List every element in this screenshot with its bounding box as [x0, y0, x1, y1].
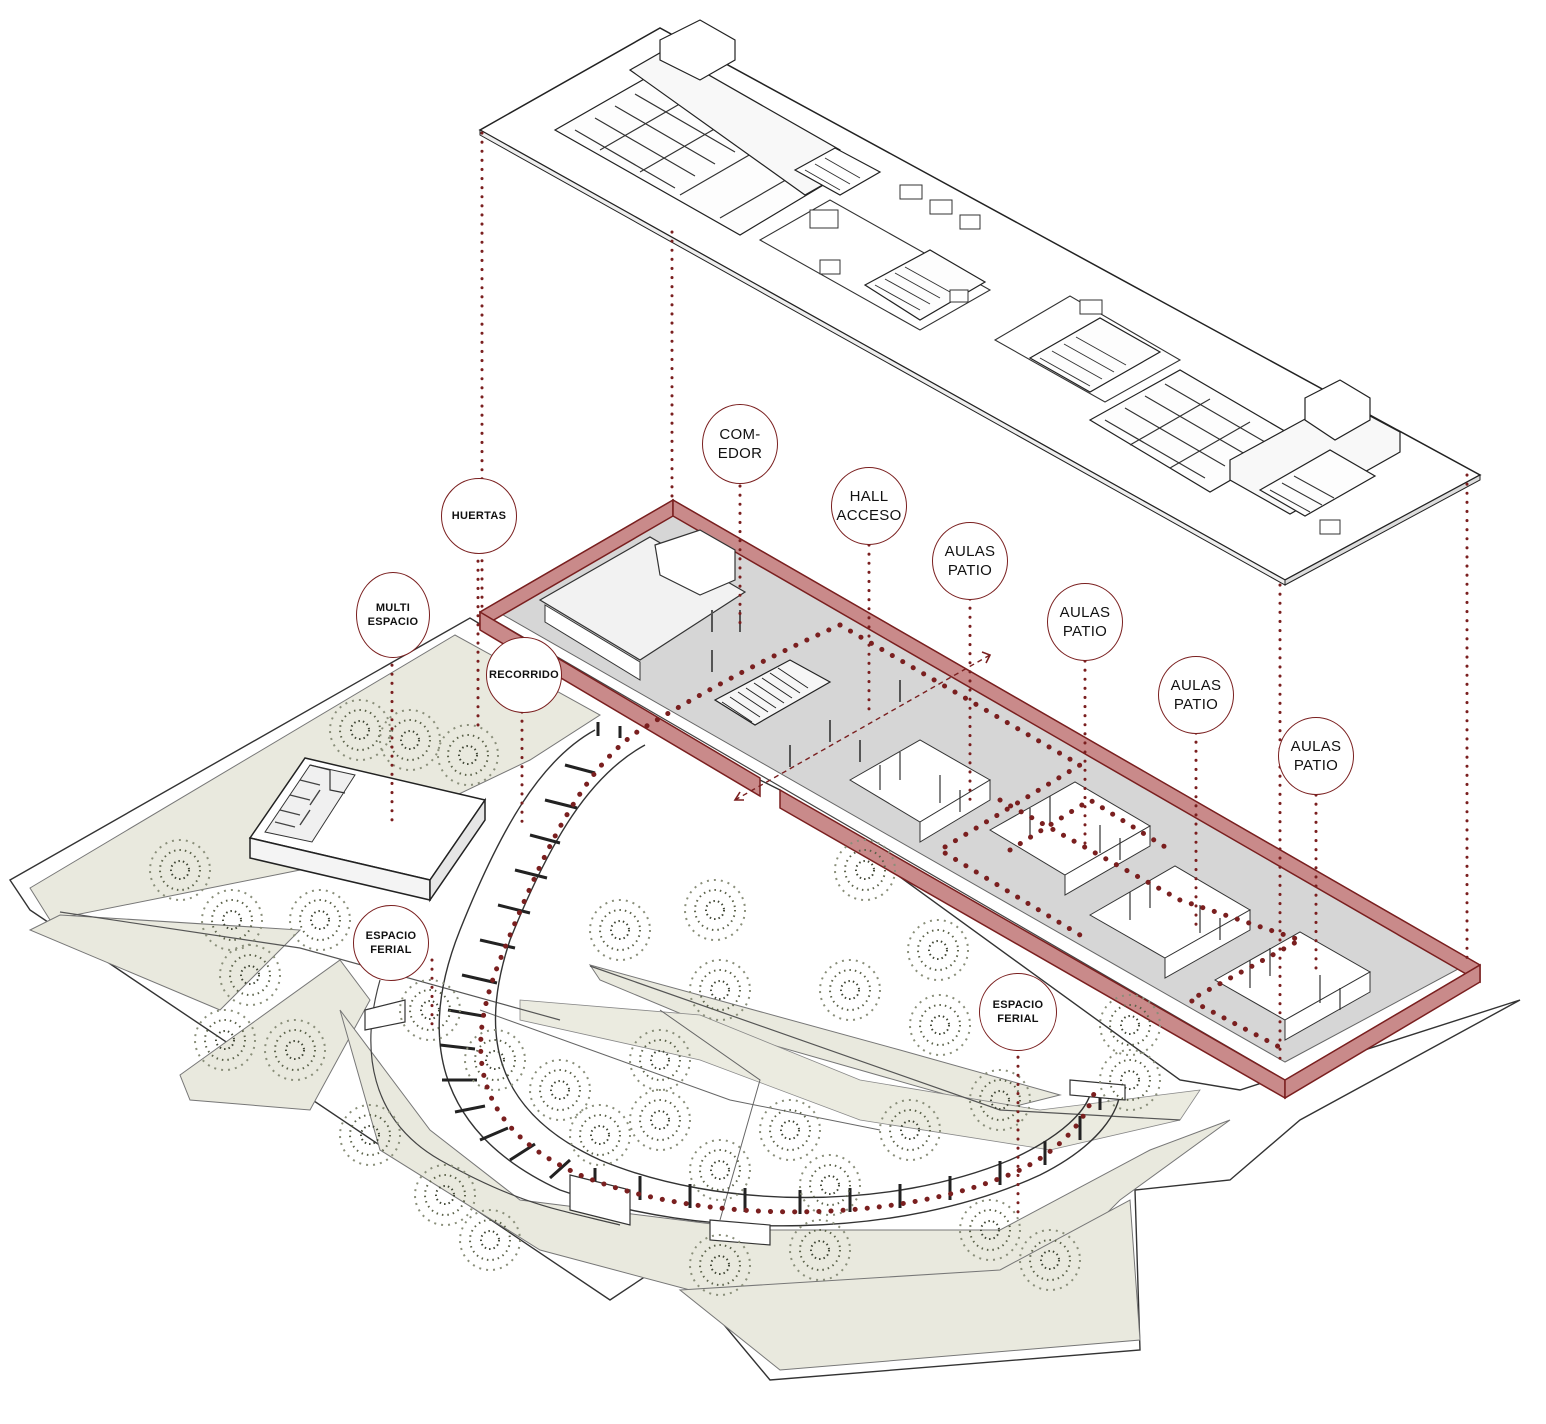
curved-pergola: [364, 722, 1126, 1246]
route-dots: [478, 622, 1307, 1215]
multi-espacio-building: [248, 757, 487, 903]
upper-floor-plate: [478, 19, 1482, 586]
hall-arrow: [733, 651, 992, 801]
